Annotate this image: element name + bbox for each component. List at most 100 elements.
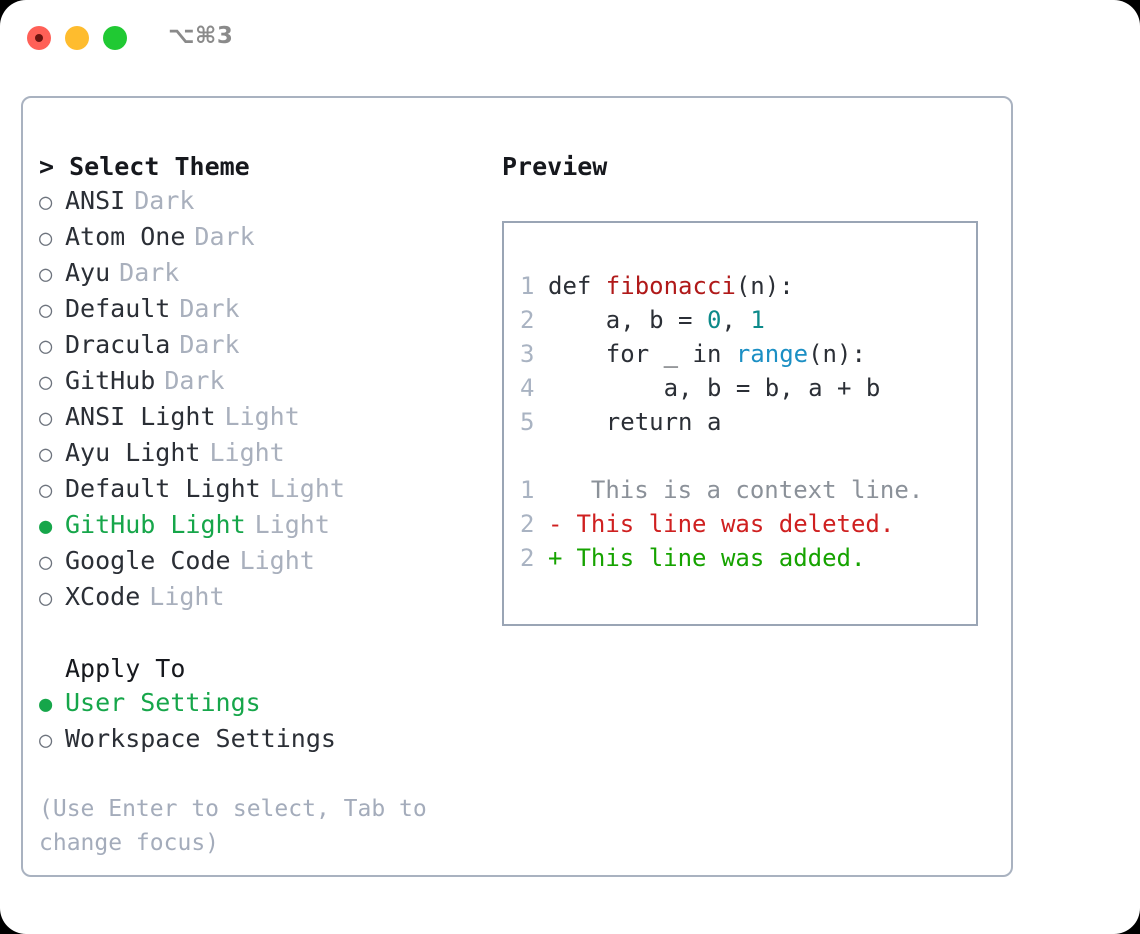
- title-bar: ⌥⌘3: [0, 0, 1140, 76]
- theme-option[interactable]: ○ Default Light Light: [39, 472, 489, 508]
- radio-unselected-icon: ○: [39, 586, 53, 611]
- apply-to-option-label: Workspace Settings: [65, 724, 336, 753]
- diff-marker: +: [548, 544, 563, 572]
- code-token: 0: [706, 306, 722, 334]
- radio-unselected-icon: ○: [39, 226, 53, 251]
- theme-option-kind: Dark: [194, 222, 255, 251]
- theme-option-label: Ayu: [65, 258, 111, 287]
- theme-option[interactable]: ○ Ayu Dark: [39, 256, 489, 292]
- theme-option-label: Default: [65, 294, 171, 323]
- window-controls: [27, 26, 127, 50]
- theme-option-label: Google Code: [65, 546, 231, 575]
- theme-option-kind: Light: [209, 438, 285, 467]
- line-number: 5: [520, 408, 535, 436]
- zoom-button[interactable]: [103, 26, 127, 50]
- diff-marker: [548, 473, 562, 507]
- code-line: 1 def fibonacci(n):: [520, 269, 970, 303]
- theme-option[interactable]: ○ Google Code Light: [39, 544, 489, 580]
- radio-unselected-icon: ○: [39, 298, 53, 323]
- radio-unselected-icon: ○: [39, 478, 53, 503]
- close-button[interactable]: [27, 26, 51, 50]
- code-token: fibonacci: [605, 272, 736, 300]
- line-number: 2: [520, 544, 535, 572]
- radio-unselected-icon: ○: [39, 262, 53, 287]
- radio-unselected-icon: ○: [39, 334, 53, 359]
- theme-option-kind: Light: [149, 582, 225, 611]
- apply-to-list[interactable]: ● User Settings ○Workspace Settings: [39, 686, 489, 758]
- theme-option[interactable]: ○ Ayu Light Light: [39, 436, 489, 472]
- minimize-button[interactable]: [65, 26, 89, 50]
- code-token: return a: [548, 408, 722, 436]
- apply-to-option[interactable]: ○Workspace Settings: [39, 722, 489, 758]
- line-number: 3: [520, 340, 535, 368]
- code-token: def: [548, 272, 606, 300]
- line-number: 2: [520, 306, 535, 334]
- theme-option-kind: Dark: [119, 258, 180, 287]
- preview-title: Preview: [502, 152, 608, 181]
- code-token: (n):: [808, 340, 866, 368]
- theme-option-label: GitHub Light: [65, 510, 246, 539]
- theme-option[interactable]: ○ XCode Light: [39, 580, 489, 616]
- code-line: 4 a, b = b, a + b: [520, 371, 970, 405]
- radio-unselected-icon: ○: [39, 442, 53, 467]
- apply-to-option[interactable]: ● User Settings: [39, 686, 489, 722]
- apply-to-option-label: User Settings: [65, 688, 261, 717]
- theme-option-label: Dracula: [65, 330, 171, 359]
- line-number: 1: [520, 476, 535, 504]
- theme-option-kind: Dark: [179, 294, 240, 323]
- code-token: 1: [750, 306, 765, 334]
- theme-option-kind: Light: [269, 474, 345, 503]
- theme-option-label: Ayu Light: [65, 438, 201, 467]
- theme-option[interactable]: ○ Dracula Dark: [39, 328, 489, 364]
- keyboard-hint: (Use Enter to select, Tab to change focu…: [39, 796, 441, 856]
- diff-text: This line was added.: [562, 544, 866, 572]
- diff-text: This line was deleted.: [562, 510, 895, 538]
- theme-option-label: XCode: [65, 582, 141, 611]
- theme-option-kind: Light: [254, 510, 330, 539]
- theme-option-kind: Light: [239, 546, 315, 575]
- line-number: 1: [520, 272, 535, 300]
- theme-option-kind: Dark: [164, 366, 225, 395]
- theme-option[interactable]: ○ ANSI Dark: [39, 184, 489, 220]
- diff-line: 2 + This line was added.: [520, 541, 970, 575]
- code-token: (n):: [735, 272, 794, 300]
- diff-line: 1 This is a context line.: [520, 473, 970, 507]
- code-line: 3 for _ in range(n):: [520, 337, 970, 371]
- code-token: ,: [721, 306, 751, 334]
- radio-unselected-icon: ○: [39, 550, 53, 575]
- theme-option-label: Default Light: [65, 474, 261, 503]
- code-token: a, b = b, a + b: [548, 374, 881, 402]
- radio-unselected-icon: ○: [39, 406, 53, 431]
- theme-option-label: Atom One: [65, 222, 186, 251]
- code-token: range: [735, 340, 809, 368]
- theme-option[interactable]: ○ Atom One Dark: [39, 220, 489, 256]
- theme-option-kind: Dark: [134, 186, 195, 215]
- code-token: for _ in: [548, 340, 736, 368]
- keyboard-shortcut-label: ⌥⌘3: [168, 23, 234, 49]
- line-number: 2: [520, 510, 535, 538]
- theme-option-kind: Light: [224, 402, 300, 431]
- diff-marker: -: [548, 510, 563, 538]
- theme-option[interactable]: ○ Default Dark: [39, 292, 489, 328]
- theme-option-label: ANSI Light: [65, 402, 216, 431]
- theme-option-kind: Dark: [179, 330, 240, 359]
- theme-option-label: ANSI: [65, 186, 126, 215]
- radio-unselected-icon: ○: [39, 370, 53, 395]
- radio-selected-icon: ●: [39, 692, 53, 717]
- radio-unselected-icon: ○: [39, 190, 53, 215]
- code-line: 5 return a: [520, 405, 970, 439]
- code-line: 2 a, b = 0, 1: [520, 303, 970, 337]
- diff-line: 2- This line was deleted.: [520, 507, 970, 541]
- page-title: > Select Theme: [39, 152, 250, 181]
- theme-option[interactable]: ○ ANSI Light Light: [39, 400, 489, 436]
- diff-text: This is a context line.: [562, 476, 924, 504]
